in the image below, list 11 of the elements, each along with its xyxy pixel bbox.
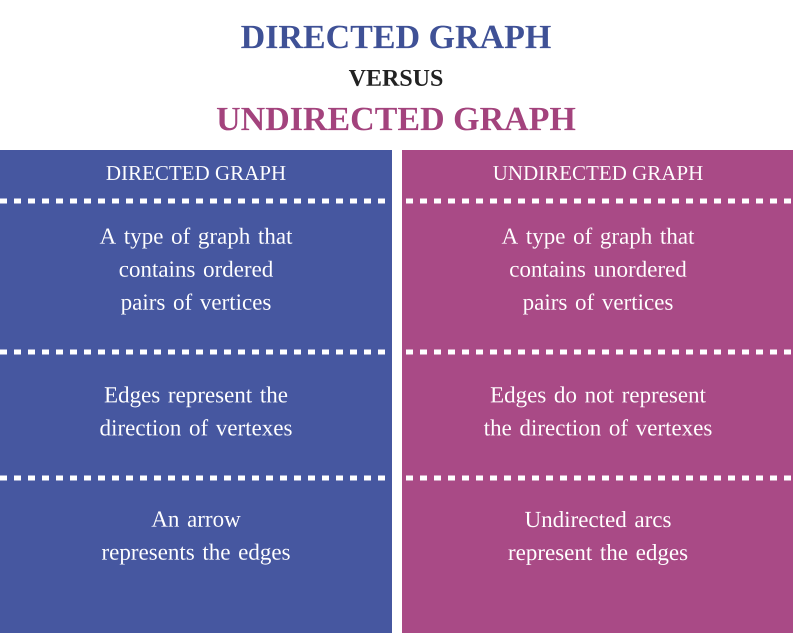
table-cell: A type of graph that contains ordered pairs of vertices: [100, 227, 292, 315]
table-cell: Edges do not represent the direction of vertexes: [484, 386, 712, 436]
table-cell: A type of graph that contains unordered pairs of vertices: [502, 227, 694, 315]
title-line: UNDIRECTED GRAPH: [216, 108, 576, 130]
table-cell: Undirected arcs represent the edges: [508, 511, 688, 565]
table-cell: An arrow represents the edges: [102, 511, 290, 565]
column-header: UNDIRECTED GRAPH: [493, 166, 703, 180]
column-header: DIRECTED GRAPH: [106, 166, 286, 180]
title-line: VERSUS: [348, 70, 442, 86]
title-line: DIRECTED GRAPH: [241, 26, 551, 48]
table-cell: Edges represent the direction of vertexes: [100, 386, 292, 436]
